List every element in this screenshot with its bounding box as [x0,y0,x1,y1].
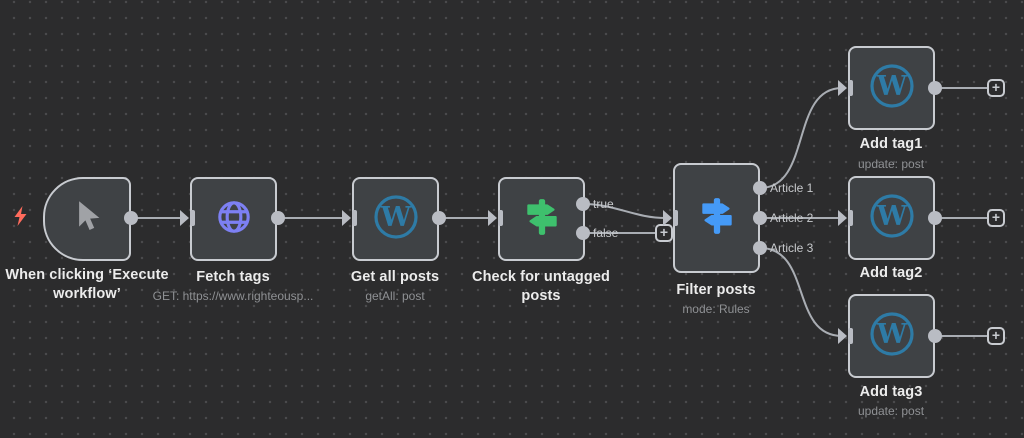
node-when-clicking-execute-workflow[interactable] [43,177,131,261]
input-port[interactable] [342,210,358,226]
cursor-icon [70,199,104,240]
add-node-button[interactable]: + [987,209,1005,227]
output-port[interactable] [432,211,446,225]
output-port-article2[interactable] [753,211,767,225]
node-label-get-all-posts: Get all posts [350,269,440,285]
port-label-false: false [593,226,619,240]
output-port[interactable] [124,211,138,225]
input-port[interactable] [488,210,504,226]
output-port[interactable] [928,211,942,225]
node-label-check-untagged: Check for untagged posts [472,269,610,305]
wordpress-icon: W [868,310,916,363]
output-port-article1[interactable] [753,181,767,195]
node-add-tag1[interactable]: W [848,46,935,130]
execute-workflow-bolt-icon [14,206,27,231]
node-subtitle-get-all-posts: getAll: post [365,289,425,303]
wordpress-icon: W [868,192,916,245]
node-label-filter-posts: Filter posts [676,282,756,298]
port-label-true: true [593,197,614,211]
wordpress-icon: W [372,193,420,246]
globe-icon [213,196,255,243]
output-port-false[interactable] [576,226,590,240]
node-add-tag2[interactable]: W [848,176,935,260]
node-subtitle-fetch-tags: GET: https://www.righteousp... [152,289,314,303]
input-port[interactable] [838,80,854,96]
signpost-if-icon [521,196,563,243]
connection[interactable] [582,203,667,219]
output-port[interactable] [928,81,942,95]
node-label-trigger: When clicking ‘Execute workflow’ [5,267,169,303]
add-node-button[interactable]: + [655,224,673,242]
svg-text:W: W [875,71,907,102]
node-label-add-tag3: Add tag3 [859,384,923,400]
signpost-switch-icon [696,195,738,242]
port-label-article2: Article 2 [770,211,814,225]
port-label-article3: Article 3 [770,241,814,255]
port-label-article1: Article 1 [770,181,814,195]
node-get-all-posts[interactable]: W [352,177,439,261]
svg-text:W: W [379,202,411,233]
node-subtitle-add-tag1: update: post [857,157,925,171]
add-node-button[interactable]: + [987,327,1005,345]
output-port-article3[interactable] [753,241,767,255]
output-port[interactable] [928,329,942,343]
input-port[interactable] [838,210,854,226]
node-filter-posts[interactable] [673,163,760,273]
wordpress-icon: W [868,62,916,115]
node-add-tag3[interactable]: W [848,294,935,378]
node-label-add-tag1: Add tag1 [859,136,923,152]
node-subtitle-add-tag3: update: post [857,404,925,418]
input-port[interactable] [838,328,854,344]
node-check-for-untagged-posts[interactable] [498,177,585,261]
svg-text:W: W [875,201,907,232]
node-subtitle-filter-posts: mode: Rules [682,302,750,316]
connection[interactable] [759,247,843,337]
node-label-add-tag2: Add tag2 [859,265,923,281]
input-port[interactable] [663,210,679,226]
output-port-true[interactable] [576,197,590,211]
add-node-button[interactable]: + [987,79,1005,97]
node-fetch-tags[interactable] [190,177,277,261]
node-label-fetch-tags: Fetch tags [196,269,270,285]
input-port[interactable] [180,210,196,226]
svg-text:W: W [875,319,907,350]
output-port[interactable] [271,211,285,225]
connection[interactable] [759,87,843,189]
